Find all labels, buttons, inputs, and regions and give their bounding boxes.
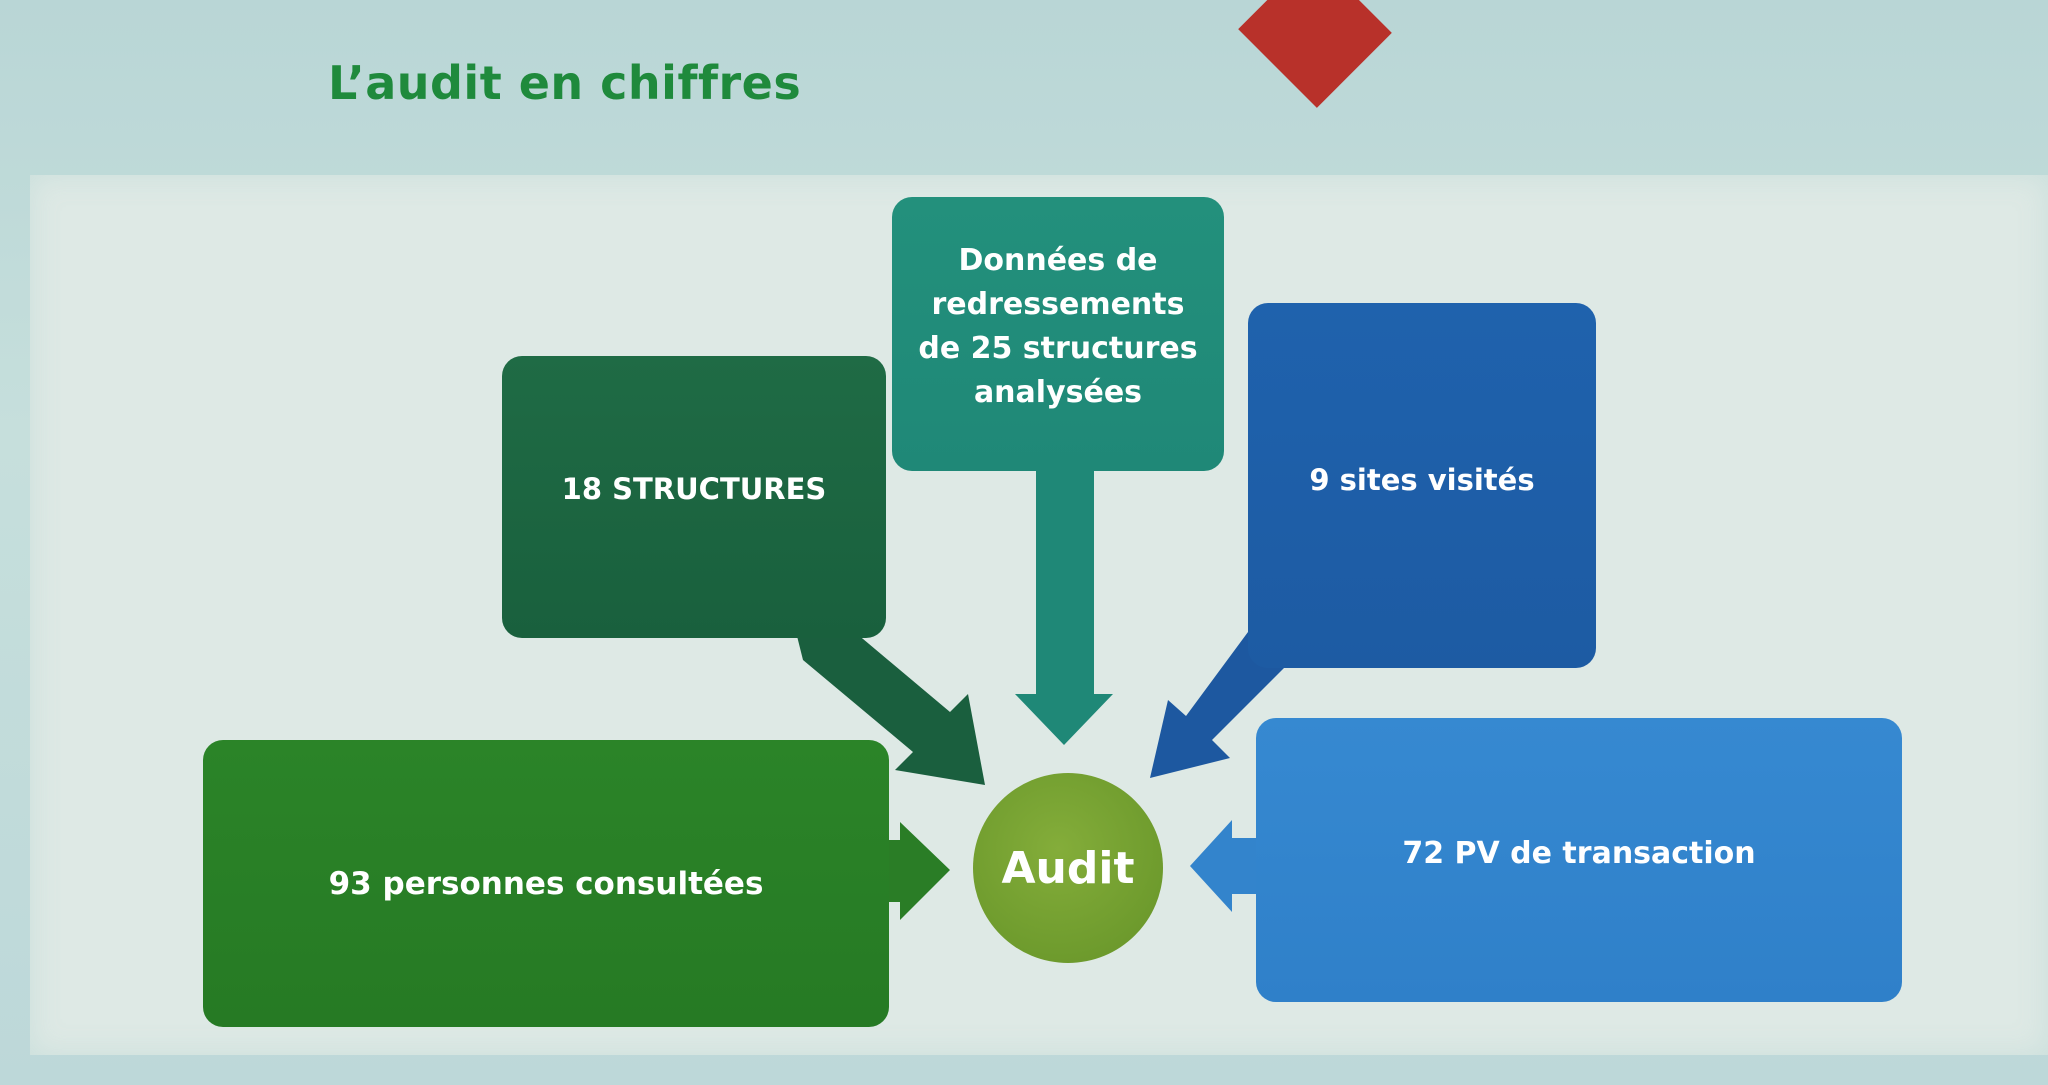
node-18-structures: 18 STRUCTURES xyxy=(502,356,886,638)
node-18-structures-label: 18 STRUCTURES xyxy=(561,472,827,506)
node-9-sites-visites: 9 sites visités xyxy=(1248,303,1596,668)
arrow-structures-to-audit xyxy=(795,628,985,785)
arrow-sites-to-audit xyxy=(1150,632,1286,778)
node-donnees-line-1: Données de xyxy=(958,243,1158,278)
slide-title: L’audit en chiffres xyxy=(328,56,802,110)
arrow-personnes-to-audit xyxy=(886,822,950,920)
node-donnees-redressements: Données de redressements de 25 structure… xyxy=(892,197,1224,471)
arrow-pv-to-audit xyxy=(1190,820,1257,912)
node-9-sites-visites-label: 9 sites visités xyxy=(1309,463,1535,497)
node-72-pv-de-transaction-label: 72 PV de transaction xyxy=(1402,836,1756,871)
arrow-donnees-to-audit xyxy=(1015,470,1113,745)
audit-center-node: Audit xyxy=(973,773,1163,963)
node-donnees-line-2: redressements xyxy=(931,287,1185,322)
node-93-personnes-consultees: 93 personnes consultées xyxy=(203,740,889,1027)
node-93-personnes-consultees-label: 93 personnes consultées xyxy=(328,865,764,902)
node-donnees-line-4: analysées xyxy=(973,375,1143,410)
node-72-pv-de-transaction: 72 PV de transaction xyxy=(1256,718,1902,1002)
node-donnees-text: Données de redressements de 25 structure… xyxy=(918,239,1197,415)
audit-center-label: Audit xyxy=(1001,842,1135,894)
node-donnees-line-3: de 25 structures xyxy=(918,331,1198,366)
